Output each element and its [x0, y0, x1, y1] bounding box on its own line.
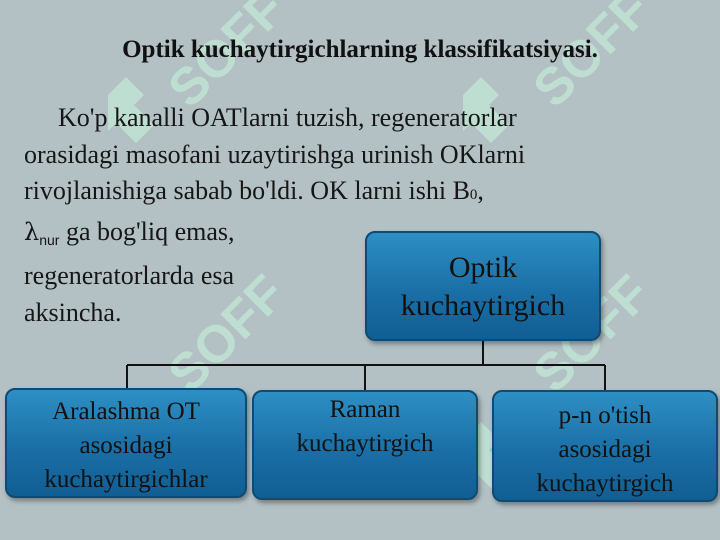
node-label: kuchaytirgich [400, 289, 566, 322]
node-label: Aralashma OT [52, 398, 200, 425]
body-paragraph: Ko'p kanalli OATlarni tuzish, regenerato… [24, 100, 664, 331]
node-label: p-n o'tish [558, 402, 652, 429]
paragraph-line: orasidagi masofani uzaytirishga urinish … [24, 139, 526, 169]
node-optik-kuchaytirgich: Optik kuchaytirgich [365, 231, 601, 341]
node-label: Raman [329, 396, 401, 423]
paragraph-line: Ko'p kanalli OATlarni tuzish, regenerato… [58, 103, 517, 132]
node-label: asosidagi [79, 432, 173, 459]
paragraph-line: aksincha. [24, 297, 122, 327]
paragraph-text: ga bog'liq emas, [59, 216, 235, 246]
node-raman: Raman kuchaytirgich [252, 390, 478, 500]
paragraph-punct: , [477, 176, 484, 205]
node-aralashma-ot: Aralashma OT asosidagi kuchaytirgichlar [5, 388, 247, 498]
subscript-nur: nur [39, 231, 60, 248]
subscript-zero: 0 [469, 187, 478, 203]
node-label: kuchaytirgichlar [44, 466, 208, 493]
paragraph-line: rivojlanishiga sabab bo'ldi. OK larni is… [24, 173, 664, 214]
paragraph-line: λnur ga bog'liq emas, [24, 214, 664, 259]
node-label: asosidagi [558, 436, 652, 463]
node-label: kuchaytirgich [296, 430, 434, 457]
node-label: Optik [448, 251, 518, 284]
node-label: kuchaytirgich [536, 470, 674, 497]
slide-title: Optik kuchaytirgichlarning klassifikatsi… [122, 36, 598, 63]
paragraph-text: rivojlanishiga sabab bo'ldi. OK larni is… [24, 176, 470, 205]
node-pn-otish: p-n o'tish asosidagi kuchaytirgich [492, 390, 718, 502]
lambda-symbol: λ [24, 217, 40, 246]
paragraph-line: regeneratorlarda esa [24, 261, 235, 290]
